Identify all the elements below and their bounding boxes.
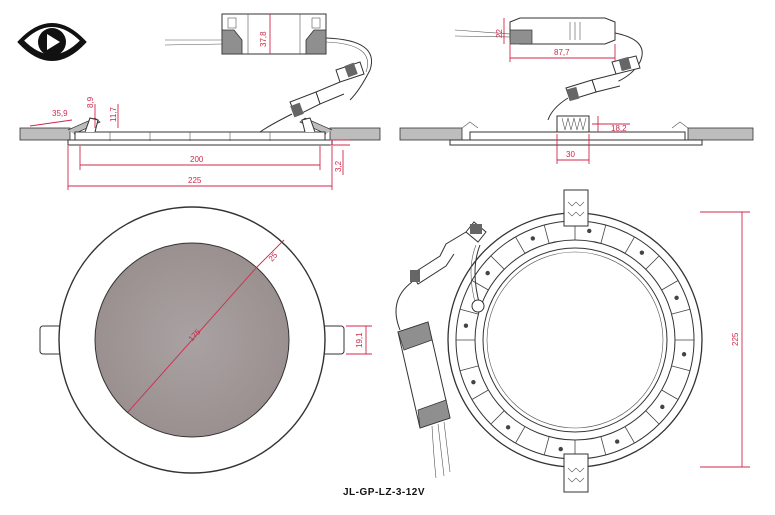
dim-spring-width: 30 [566,150,575,159]
back-view [395,189,703,493]
back-rib [471,389,489,400]
back-rib [671,308,691,315]
back-rib [459,308,479,315]
spring-clip [556,115,590,133]
back-rib [624,426,635,444]
back-mount-hole [681,352,687,357]
back-mount-hole [639,250,645,255]
dim-spring-height: 18,2 [611,124,627,133]
back-mount-hole [660,404,665,410]
dim-clip-protrusion: 19,1 [355,332,364,348]
back-mount-hole [558,446,563,452]
back-rib [515,426,526,444]
dim-driver-height-left: 37,8 [259,31,268,47]
back-mount-hole [471,379,476,385]
spring-clip-bottom [563,453,589,493]
back-rib [490,255,505,270]
back-mount-hole [463,323,469,328]
driver-box-back [397,321,451,429]
dims-back: 225 [700,211,750,468]
back-rib [471,280,489,291]
back-rib [543,436,550,456]
back-rib [661,280,679,291]
dim-back-diameter: 225 [731,332,740,346]
back-rib [515,236,526,254]
dim-panel-height: 11,7 [109,106,118,122]
back-mount-hole [674,295,679,301]
dim-driver-length: 87,7 [554,48,570,57]
back-mount-hole [587,228,592,234]
dim-ceiling-depth: 35,9 [52,109,68,118]
back-mount-hole [614,439,620,444]
dim-driver-height-right: 22 [495,29,504,38]
dims-top-right: 22 87,7 18,2 30 [495,18,630,164]
back-rib [600,436,607,456]
back-rib [661,389,679,400]
back-rib [600,224,607,244]
back-mount-hole [485,270,490,276]
back-mount-hole [505,425,511,430]
back-rib [645,410,660,425]
back-ribs [456,221,694,459]
back-rib [543,224,550,244]
back-rib [459,365,479,372]
dim-outer: 225 [188,176,202,185]
spring-clip-top [563,189,589,227]
driver-box-right [509,17,616,45]
connector-right [565,55,641,102]
back-rib [624,236,635,254]
model-label: JL-GP-LZ-3-12V [343,487,426,498]
dim-clip-height: 8,9 [86,96,95,108]
dim-cutout: 200 [190,155,204,164]
back-rib [490,410,505,425]
driver-box-left [221,13,327,55]
dims-top-left: 37,8 35,9 8,9 11,7 200 225 3,2 [29,14,350,190]
connector-left [289,61,365,118]
side-view-left [19,13,381,146]
back-rib [671,365,691,372]
connector-back [410,221,487,285]
back-rib [645,255,660,270]
eye-play-logo-icon [17,23,87,61]
dim-rim-thickness: 3,2 [334,160,343,172]
side-view-right [399,17,754,146]
back-mount-hole [530,236,536,241]
